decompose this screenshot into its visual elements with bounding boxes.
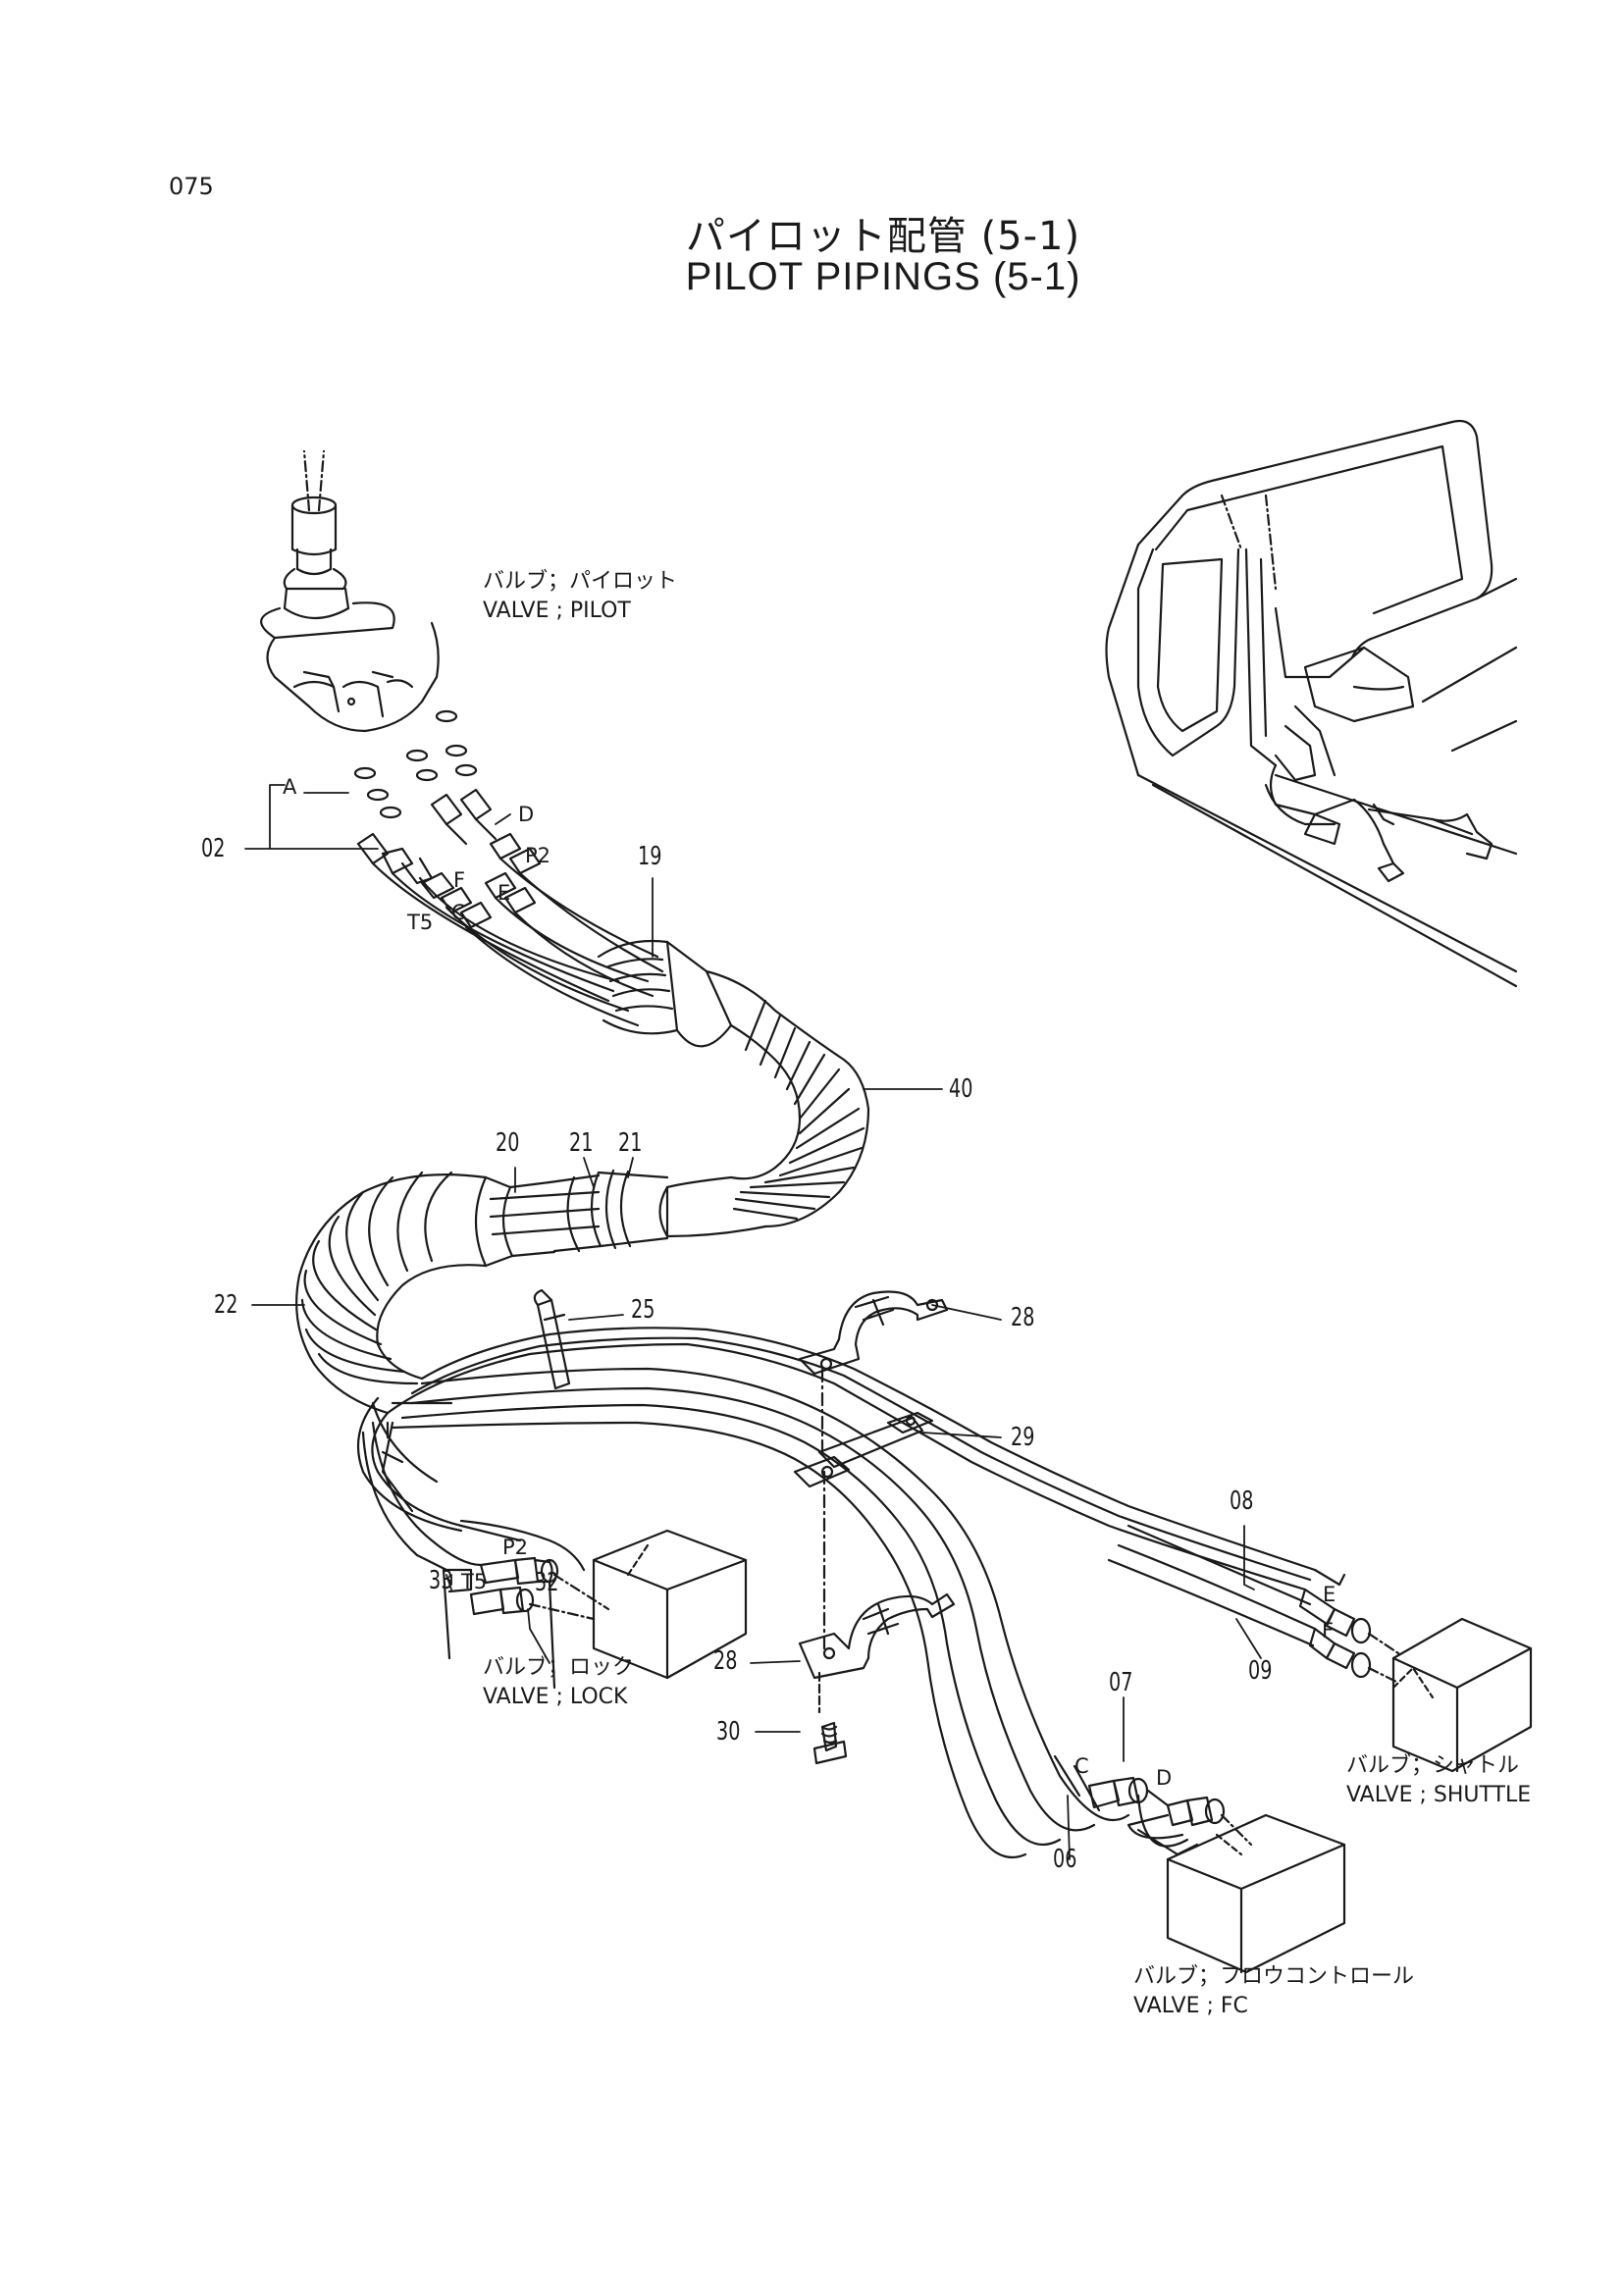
title-japanese: パイロット配管 (5-1): [685, 214, 1081, 259]
main-hose-runs: [356, 1327, 1317, 1859]
fc-valve-box: [1166, 1813, 1346, 1974]
label-valve-fc: バルブ；フロウコントロール VALVE ; FC: [1133, 1962, 1414, 2021]
part-number-30: 30: [716, 1717, 741, 1747]
port-label-t5: T5: [407, 911, 434, 934]
label-valve-shuttle-en: VALVE ; SHUTTLE: [1346, 1783, 1532, 1807]
label-valve-lock: バルブ；ロック VALVE ; LOCK: [483, 1653, 634, 1712]
part-number-20: 20: [496, 1128, 520, 1158]
port-label-c: C: [451, 901, 466, 924]
port-label-d: D: [518, 803, 535, 826]
cab-inset-drawing: [1105, 419, 1518, 988]
bracket-28-upper: [798, 1290, 949, 1376]
shuttle-valve-fittings: [1107, 1524, 1400, 1685]
o-rings: [353, 709, 478, 819]
part-number-09: 09: [1248, 1656, 1273, 1686]
part-number-07: 07: [1109, 1668, 1133, 1697]
port-label-f-shuttle: F: [1322, 1619, 1335, 1642]
label-valve-pilot: バルブ；パイロット VALVE ; PILOT: [483, 567, 677, 626]
part-number-19: 19: [638, 842, 662, 871]
part-number-22: 22: [214, 1290, 238, 1320]
band-clamp-25: [533, 1288, 571, 1390]
title-english: PILOT PIPINGS (5-1): [685, 255, 1081, 298]
part-number-32: 32: [535, 1568, 559, 1597]
part-number-21-left: 21: [569, 1128, 594, 1158]
part-number-33: 33: [429, 1566, 453, 1595]
part-number-21-right: 21: [618, 1128, 643, 1158]
part-number-25: 25: [631, 1295, 655, 1325]
label-valve-shuttle: バルブ；シャトル VALVE ; SHUTTLE: [1346, 1751, 1531, 1810]
label-valve-lock-en: VALVE ; LOCK: [483, 1685, 628, 1709]
port-label-a: A: [283, 775, 297, 799]
page-number: 075: [169, 173, 214, 200]
lock-valve-box: [592, 1529, 748, 1680]
port-label-p2-lock: P2: [502, 1536, 529, 1559]
label-valve-shuttle-jp: バルブ；シャトル: [1346, 1753, 1520, 1778]
bracket-28-lower: [798, 1592, 956, 1680]
label-valve-fc-jp: バルブ；フロウコントロール: [1133, 1964, 1415, 1989]
part-number-02: 02: [201, 834, 226, 863]
upper-hoses: [371, 857, 664, 1027]
port-label-p2: P2: [525, 844, 551, 867]
part-number-28-upper: 28: [1011, 1303, 1035, 1332]
part-number-06: 06: [1053, 1845, 1077, 1874]
port-label-c-fc: C: [1074, 1754, 1089, 1778]
part-number-08: 08: [1230, 1486, 1254, 1516]
label-valve-pilot-jp: バルブ；パイロット: [483, 569, 678, 594]
pipe-fittings: [356, 788, 542, 929]
port-label-t5-lock: T5: [461, 1570, 488, 1593]
part-number-28-lower: 28: [713, 1646, 738, 1676]
shuttle-valve-box: [1391, 1617, 1533, 1773]
port-label-e-shuttle: E: [1323, 1583, 1336, 1606]
leader-lines: [244, 784, 1262, 1860]
lock-valve-fittings: [442, 1519, 610, 1690]
part-number-40: 40: [949, 1074, 973, 1104]
port-label-d-fc: D: [1156, 1766, 1173, 1790]
pilot-valve-drawing: [260, 449, 440, 733]
fc-valve-fittings: [1053, 1754, 1253, 1856]
label-valve-lock-jp: バルブ；ロック: [483, 1655, 635, 1680]
bolt-30: [812, 1368, 848, 1765]
label-valve-fc-en: VALVE ; FC: [1133, 1994, 1248, 2018]
port-label-e: E: [498, 881, 511, 905]
collars-and-clamp: [474, 1169, 669, 1268]
label-valve-pilot-en: VALVE ; PILOT: [483, 599, 631, 623]
port-label-f: F: [453, 868, 466, 892]
plate-29: [793, 1411, 934, 1488]
part-number-29: 29: [1011, 1423, 1035, 1452]
hose-boot-and-bellows: [597, 939, 870, 1238]
spiral-wrap: [295, 1171, 488, 1415]
